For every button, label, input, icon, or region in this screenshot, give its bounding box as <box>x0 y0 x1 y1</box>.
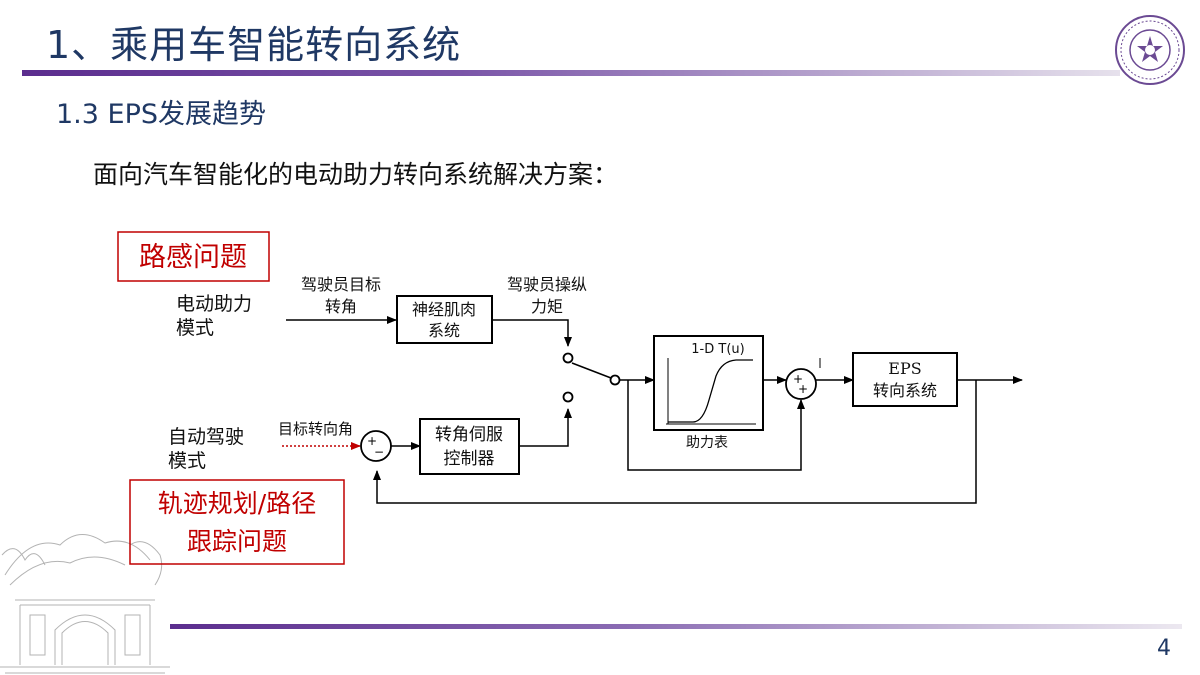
trajectory-text-line2: 跟踪问题 <box>187 527 287 556</box>
sum2-plus-b: + <box>798 382 808 396</box>
page-number: 4 <box>1157 636 1171 661</box>
servo-text-line1: 转角伺服 <box>435 425 503 445</box>
assist-mode-label-line2: 模式 <box>176 317 214 339</box>
switch-bypass-line <box>627 380 805 471</box>
torque-label-line1: 驾驶员操纵 <box>507 275 587 294</box>
assist-mode-label-line1: 电动助力 <box>176 293 252 315</box>
eps-text-line1: EPS <box>888 359 921 378</box>
neuromuscular-block <box>396 295 493 344</box>
switch-contact-bottom <box>562 391 574 403</box>
campus-gate-sketch <box>0 534 170 674</box>
servo-controller-block <box>419 418 520 475</box>
angle-feedback-line <box>373 380 977 504</box>
trajectory-callout <box>129 479 345 565</box>
road-feel-callout <box>117 231 270 282</box>
section-subtitle: 1.3 EPS发展趋势 <box>56 99 267 130</box>
switch-lever <box>571 362 612 379</box>
servo-output-line <box>519 408 572 447</box>
target-angle-label-line2: 转角 <box>325 297 357 316</box>
university-seal-logo <box>1115 15 1185 85</box>
torque-output-line <box>492 319 572 347</box>
target-angle-label-line1: 驾驶员目标 <box>301 275 381 294</box>
assist-table-label: 助力表 <box>686 435 728 451</box>
assist-table-block <box>653 335 764 431</box>
intro-text: 面向汽车智能化的电动助力转向系统解决方案： <box>93 160 619 189</box>
eps-text-line2: 转向系统 <box>873 381 937 400</box>
title-divider <box>22 70 1120 76</box>
sum2-plus-a: + <box>793 372 803 386</box>
auto-target-angle-label: 目标转向角 <box>278 420 353 438</box>
footer-divider <box>170 624 1182 629</box>
road-feel-text: 路感问题 <box>139 242 247 273</box>
auto-mode-label-line1: 自动驾驶 <box>168 426 244 448</box>
neuromuscular-text-line1: 神经肌肉 <box>412 300 476 319</box>
auto-mode-label-line2: 模式 <box>168 450 206 472</box>
assist-curve-label: 1-D T(u) <box>691 342 744 357</box>
servo-text-line2: 控制器 <box>444 449 495 469</box>
switch-contact-top <box>562 352 574 364</box>
switch-pivot <box>609 374 621 386</box>
assist-curve <box>668 359 753 423</box>
sum1-minus: − <box>374 445 384 459</box>
trajectory-text-line1: 轨迹规划/路径 <box>158 489 316 518</box>
torque-label-line2: 力矩 <box>531 297 563 316</box>
slide-title: 1、乘用车智能转向系统 <box>46 23 462 67</box>
neuromuscular-text-line2: 系统 <box>428 321 460 340</box>
sum1-plus: + <box>367 434 377 448</box>
